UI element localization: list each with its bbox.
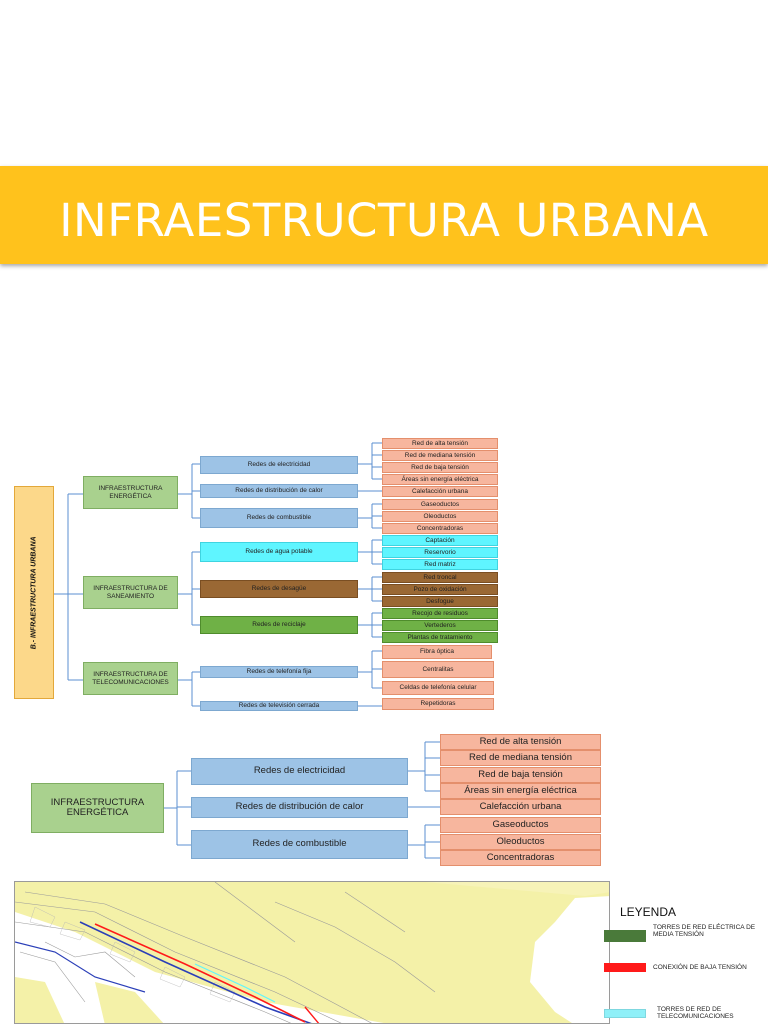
energy-category: INFRAESTRUCTURA ENERGÉTICA <box>31 783 164 833</box>
item-fibra-optica: Fibra óptica <box>382 645 492 659</box>
energy-network-calor: Redes de distribución de calor <box>191 797 408 818</box>
item-recojo-residuos: Recojo de residuos <box>382 608 498 619</box>
category-energetica: INFRAESTRUCTURA ENERGÉTICA <box>83 476 178 509</box>
network-television: Redes de televisión cerrada <box>200 701 358 711</box>
network-desague: Redes de desagüe <box>200 580 358 598</box>
network-electricidad: Redes de electricidad <box>200 456 358 474</box>
network-calor: Redes de distribución de calor <box>200 484 358 498</box>
item-gaseoductos: Gaseoductos <box>382 499 498 510</box>
page-title: INFRAESTRUCTURA URBANA <box>59 194 709 247</box>
map-drawing <box>15 882 609 1023</box>
legend-label-baja-tension: CONEXIÓN DE BAJA TENSIÓN <box>653 964 747 971</box>
item-centralitas: Centralitas <box>382 661 494 678</box>
item-pozo-oxidacion: Pozo de oxidación <box>382 584 498 595</box>
legend-swatch-telecom <box>604 1009 646 1018</box>
energy-network-combustible: Redes de combustible <box>191 830 408 859</box>
title-banner: INFRAESTRUCTURA URBANA <box>0 166 768 264</box>
energy-item-concentradoras: Concentradoras <box>440 850 601 866</box>
category-telecomunicaciones: INFRAESTRUCTURA DE TELECOMUNICACIONES <box>83 662 178 695</box>
legend-label-media-tension: TORRES DE RED ELÉCTRICA DE MEDIA TENSIÓN <box>653 924 756 939</box>
item-reservorio: Reservorio <box>382 547 498 558</box>
item-desfogue: Desfogue <box>382 596 498 607</box>
network-telefonia: Redes de telefonía fija <box>200 666 358 678</box>
item-plantas-tratamiento: Plantas de tratamiento <box>382 632 498 643</box>
energy-item-baja-tension: Red de baja tensión <box>440 767 601 783</box>
item-concentradoras: Concentradoras <box>382 523 498 534</box>
item-sin-energia: Áreas sin energía eléctrica <box>382 474 498 485</box>
legend-swatch-baja-tension <box>604 963 646 972</box>
energy-item-calefaccion: Calefacción urbana <box>440 799 601 815</box>
item-captacion: Captación <box>382 535 498 546</box>
legend-swatch-media-tension <box>604 930 646 942</box>
energy-item-mediana-tension: Red de mediana tensión <box>440 750 601 766</box>
category-saneamiento: INFRAESTRUCTURA DE SANEAMIENTO <box>83 576 178 609</box>
energy-item-gaseoductos: Gaseoductos <box>440 817 601 833</box>
item-baja-tension: Red de baja tensión <box>382 462 498 473</box>
item-calefaccion: Calefacción urbana <box>382 486 498 497</box>
network-reciclaje: Redes de reciclaje <box>200 616 358 634</box>
legend-label-telecom: TORRES DE RED DE TELECOMUNICACIONES <box>657 1006 734 1021</box>
item-vertederos: Vertederos <box>382 620 498 631</box>
root-node: B.- INFRAESTRUCTURA URBANA <box>14 486 54 699</box>
urban-map <box>14 881 610 1024</box>
item-alta-tension: Red de alta tensión <box>382 438 498 449</box>
network-combustible: Redes de combustible <box>200 508 358 528</box>
item-repetidoras: Repetidoras <box>382 698 494 710</box>
energy-item-alta-tension: Red de alta tensión <box>440 734 601 750</box>
energy-item-sin-energia: Áreas sin energía eléctrica <box>440 783 601 799</box>
legend-title: LEYENDA <box>620 905 677 919</box>
item-red-matriz: Red matriz <box>382 559 498 570</box>
item-oleoductos: Oleoductos <box>382 511 498 522</box>
item-celdas-celular: Celdas de telefonía celular <box>382 681 494 695</box>
item-red-troncal: Red troncal <box>382 572 498 583</box>
energy-item-oleoductos: Oleoductos <box>440 834 601 850</box>
network-agua-potable: Redes de agua potable <box>200 542 358 562</box>
item-mediana-tension: Red de mediana tensión <box>382 450 498 461</box>
energy-network-electricidad: Redes de electricidad <box>191 758 408 785</box>
